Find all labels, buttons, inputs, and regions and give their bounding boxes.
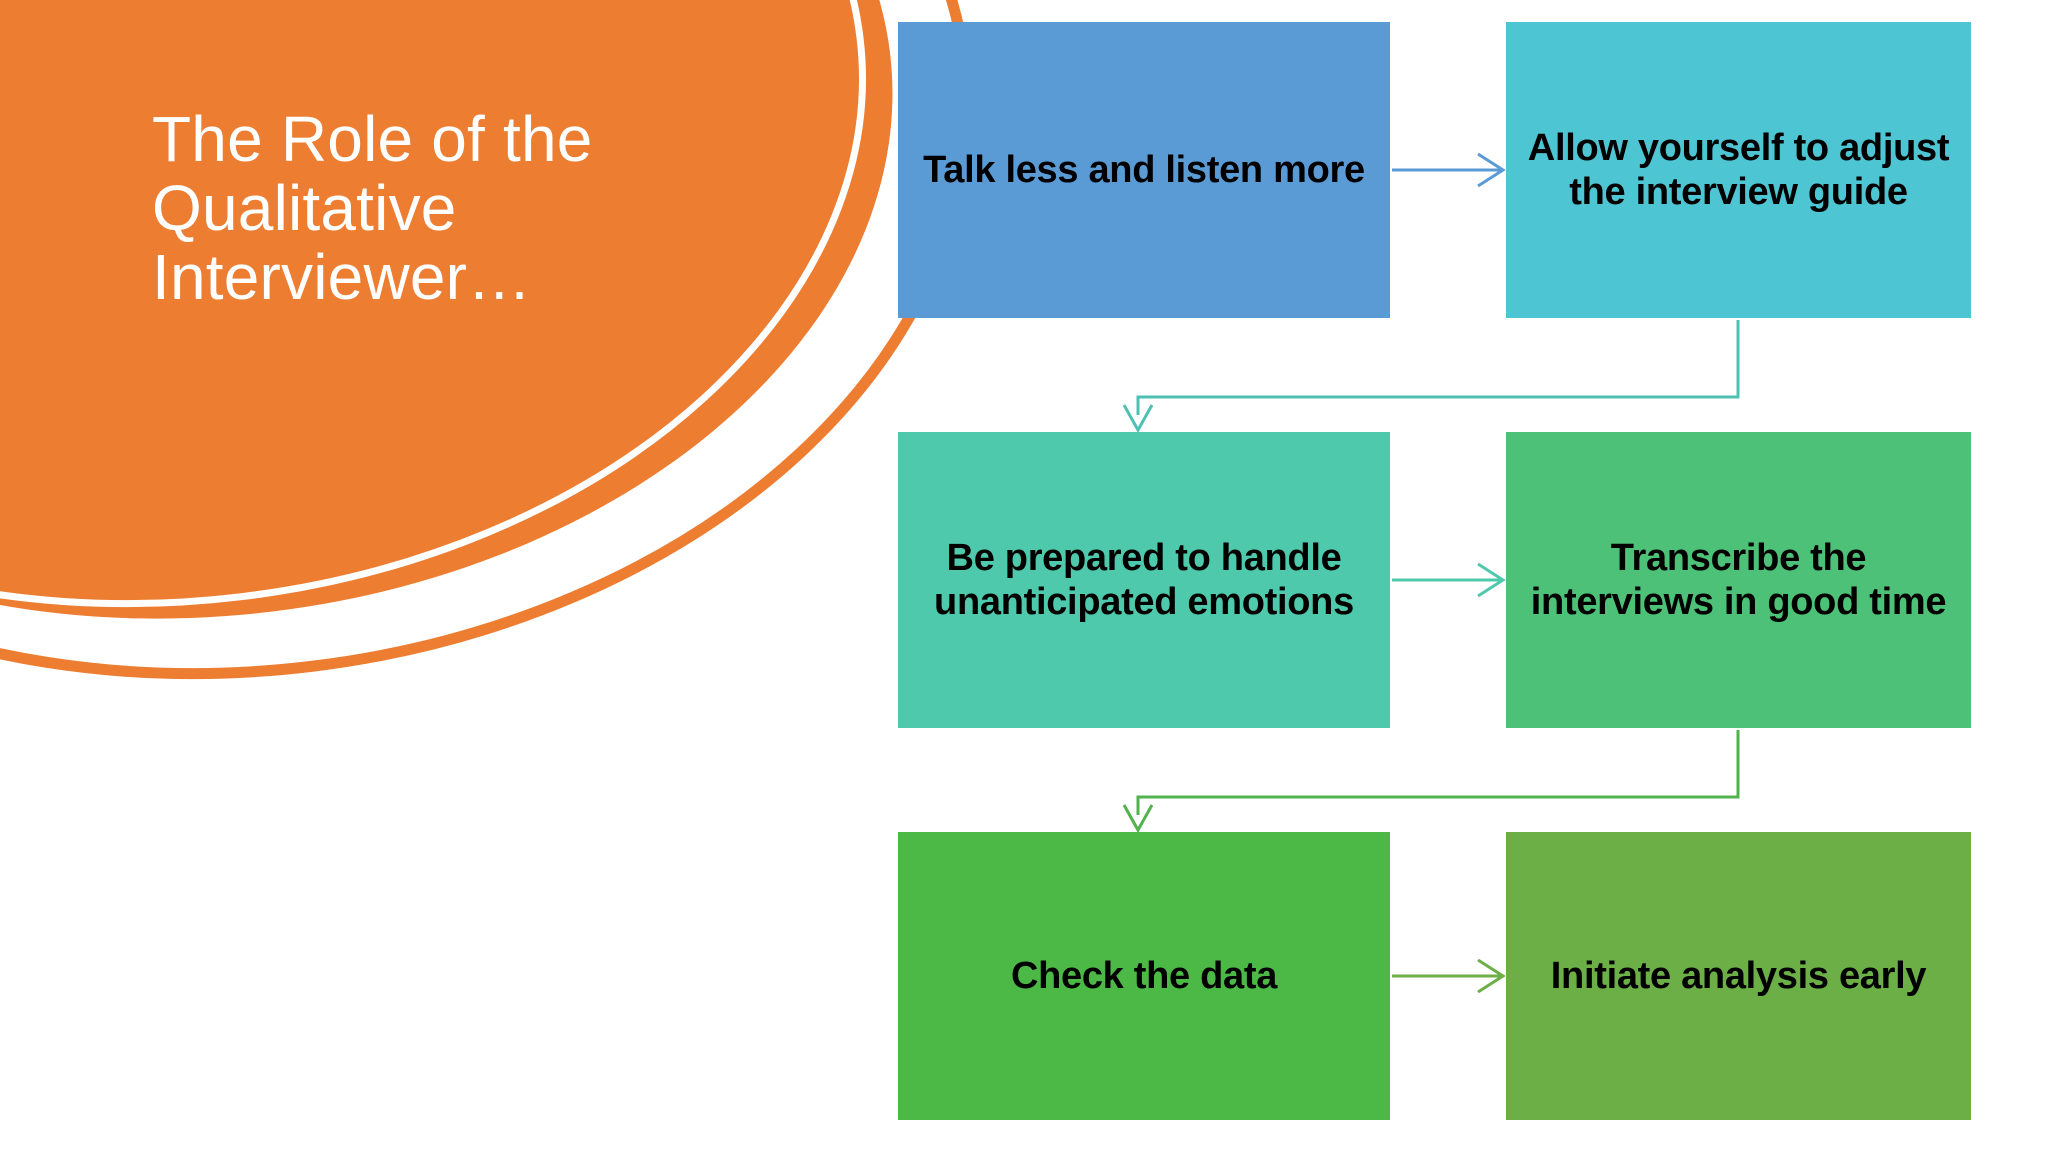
connector-be-prepared-to-transcribe [1392, 562, 1506, 598]
connector-allow-yourself-to-be-prepared [1122, 320, 1740, 434]
flow-node-label: Talk less and listen more [923, 148, 1365, 191]
flow-node-label: Be prepared to handle unanticipated emot… [934, 536, 1354, 623]
flow-node-label: Initiate analysis early [1550, 954, 1927, 997]
flow-node-label: Transcribe the interviews in good time [1530, 536, 1947, 623]
title-block: The Role of the Qualitative Interviewer… [152, 103, 672, 314]
flow-node-check-the-data[interactable]: Check the data [898, 832, 1390, 1120]
page-title: The Role of the Qualitative Interviewer… [152, 103, 593, 314]
connector-transcribe-to-check-the-data [1122, 730, 1740, 834]
connector-check-the-data-to-initiate-analysis [1392, 958, 1506, 994]
flow-node-be-prepared-to-handle-unanticipated-emotions[interactable]: Be prepared to handle unanticipated emot… [898, 432, 1390, 728]
flow-node-talk-less-and-listen-more[interactable]: Talk less and listen more [898, 22, 1390, 318]
connector-talk-less-to-allow-yourself [1392, 152, 1506, 188]
flow-node-initiate-analysis-early[interactable]: Initiate analysis early [1506, 832, 1971, 1120]
flow-node-label: Check the data [1010, 954, 1278, 997]
flow-node-allow-yourself-to-adjust-the-interview-guide[interactable]: Allow yourself to adjust the interview g… [1506, 22, 1971, 318]
flow-node-transcribe-the-interviews-in-good-time[interactable]: Transcribe the interviews in good time [1506, 432, 1971, 728]
flow-node-label: Allow yourself to adjust the interview g… [1527, 126, 1950, 213]
